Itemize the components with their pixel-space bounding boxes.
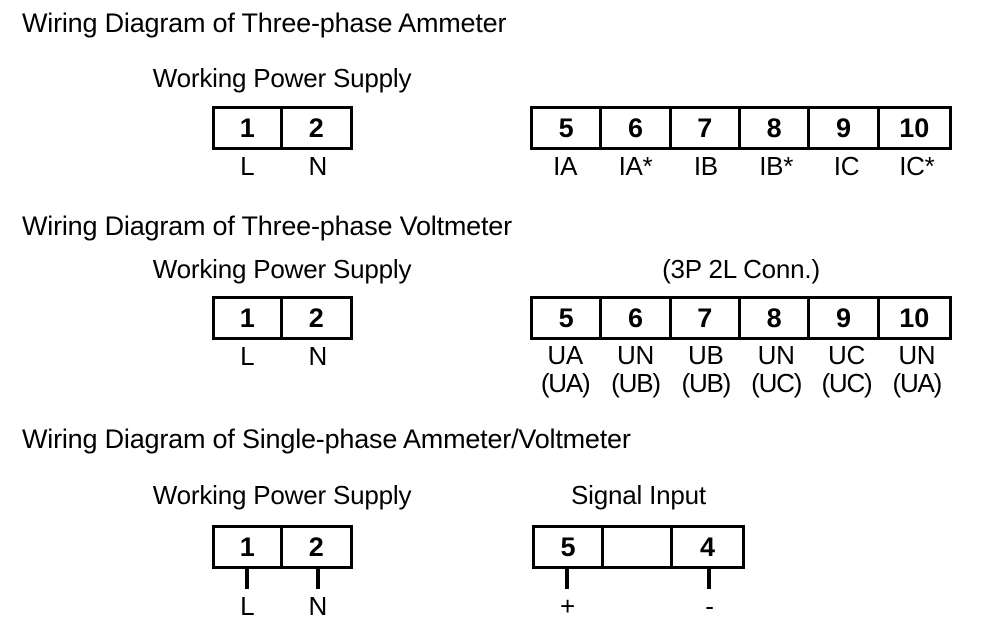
terminal-cell[interactable]: 2	[282, 299, 350, 337]
terminal-cell[interactable]: 7	[671, 109, 741, 147]
terminal-cell[interactable]: 7	[671, 299, 741, 337]
power-terminal-strip-2: 1 2	[212, 296, 353, 340]
terminal-cell[interactable]: 5	[535, 528, 604, 566]
lead-wire	[245, 569, 250, 589]
power-lead-wires-3	[212, 569, 353, 589]
terminal-cell[interactable]: 1	[215, 528, 283, 566]
terminal-cell[interactable]: 9	[810, 299, 880, 337]
signal-lead-wires-3	[532, 569, 745, 589]
lead-wire	[707, 569, 712, 589]
terminal-label: L	[240, 151, 255, 181]
terminal-label	[603, 592, 674, 620]
terminal-cell[interactable]: 6	[602, 109, 672, 147]
power-supply-caption-2: Working Power Supply	[152, 254, 412, 284]
terminal-cell[interactable]: 5	[533, 109, 603, 147]
terminal-label: N	[308, 591, 328, 621]
terminal-label: +	[560, 591, 575, 621]
connection-note-caption: (3P 2L Conn.)	[662, 254, 820, 284]
signal-terminal-labels-1: IA IA* IB IB* IC IC*	[530, 152, 952, 180]
terminal-label: IB*	[759, 151, 794, 181]
terminal-label-line1: UC	[828, 340, 865, 370]
terminal-label-line1: UN	[617, 340, 654, 370]
terminal-label: N	[308, 151, 328, 181]
signal-terminal-strip-3: 5 4	[532, 525, 745, 569]
terminal-label: N	[308, 341, 328, 371]
terminal-cell[interactable]: 1	[215, 299, 283, 337]
lead-slot	[283, 569, 354, 589]
terminal-label: L	[240, 591, 255, 621]
terminal-label-line2: (UB)	[681, 368, 732, 398]
terminal-label-line1: UA	[547, 340, 583, 370]
terminal-cell[interactable]: 10	[879, 109, 949, 147]
terminal-label-line1: UN	[757, 340, 795, 370]
terminal-cell[interactable]: 6	[602, 299, 672, 337]
power-supply-caption-1: Working Power Supply	[152, 63, 412, 93]
terminal-cell[interactable]: 1	[215, 109, 283, 147]
lead-slot	[532, 569, 603, 589]
terminal-label-line2: (UB)	[611, 368, 661, 398]
power-terminal-labels-2: L N	[212, 342, 353, 370]
power-terminal-labels-1: L N	[212, 152, 353, 180]
section-heading-single-phase-ammeter-voltmeter: Wiring Diagram of Single-phase Ammeter/V…	[22, 424, 631, 454]
power-terminal-strip-3: 1 2	[212, 525, 353, 569]
terminal-label-line2: (UA)	[892, 368, 942, 398]
terminal-label-line1: UB	[688, 340, 724, 370]
terminal-label: UN (UA)	[882, 341, 952, 397]
terminal-label-line2: (UC)	[821, 368, 872, 398]
terminal-cell-empty[interactable]	[603, 528, 673, 566]
power-terminal-strip-1: 1 2	[212, 106, 353, 150]
lead-slot	[603, 569, 674, 589]
signal-terminal-strip-2: 5 6 7 8 9 10	[530, 296, 952, 340]
lead-slot	[674, 569, 745, 589]
terminal-cell[interactable]: 2	[282, 109, 350, 147]
terminal-cell[interactable]: 5	[533, 299, 603, 337]
terminal-label: UC (UC)	[811, 341, 881, 397]
terminal-label: IA*	[618, 151, 653, 181]
terminal-cell[interactable]: 4	[672, 528, 742, 566]
signal-terminal-labels-3: + -	[532, 592, 745, 620]
terminal-label: UN (UB)	[600, 341, 670, 397]
terminal-label: IC*	[899, 151, 935, 181]
terminal-cell[interactable]: 9	[810, 109, 880, 147]
terminal-label: IC	[833, 151, 860, 181]
terminal-cell[interactable]: 10	[879, 299, 949, 337]
signal-terminal-strip-1: 5 6 7 8 9 10	[530, 106, 952, 150]
lead-wire	[315, 569, 320, 589]
terminal-label: UN (UC)	[741, 341, 811, 397]
terminal-label: IA	[553, 151, 578, 181]
signal-terminal-labels-2: UA (UA) UN (UB) UB (UB) UN (UC) UC (UC) …	[530, 341, 952, 397]
terminal-label-line1: UN	[898, 340, 936, 370]
terminal-label: UA (UA)	[530, 341, 600, 397]
terminal-label: UB (UB)	[671, 341, 741, 397]
terminal-cell[interactable]: 2	[282, 528, 350, 566]
power-terminal-labels-3: L N	[212, 592, 353, 620]
terminal-label-line2: (UA)	[540, 368, 591, 398]
lead-wire	[565, 569, 570, 589]
lead-slot	[212, 569, 283, 589]
lead-wire-absent	[636, 569, 640, 589]
terminal-label: L	[240, 341, 255, 371]
terminal-cell[interactable]: 8	[740, 299, 811, 337]
section-heading-three-phase-ammeter: Wiring Diagram of Three-phase Ammeter	[22, 8, 507, 38]
power-supply-caption-3: Working Power Supply	[152, 480, 412, 510]
signal-input-caption: Signal Input	[571, 480, 706, 510]
terminal-label: IB	[693, 151, 718, 181]
terminal-label: -	[705, 591, 714, 621]
section-heading-three-phase-voltmeter: Wiring Diagram of Three-phase Voltmeter	[22, 211, 512, 241]
terminal-cell[interactable]: 8	[740, 109, 811, 147]
terminal-label-line2: (UC)	[751, 368, 802, 398]
